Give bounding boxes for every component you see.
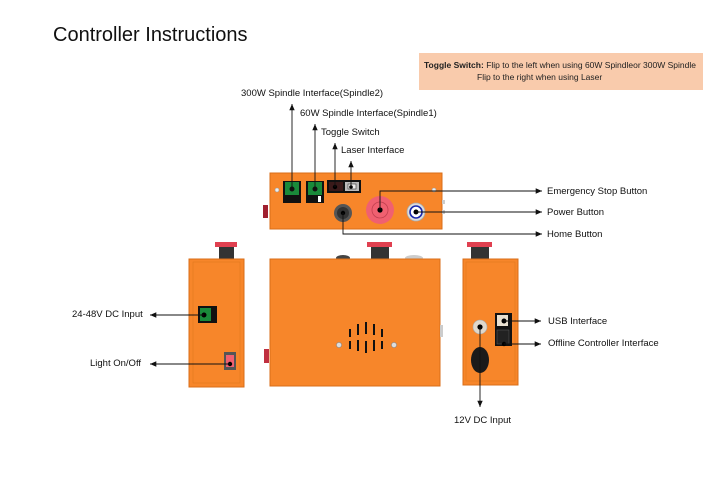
dc-input-connector[interactable] (198, 306, 217, 323)
label-usb-interface: USB Interface (548, 316, 608, 327)
leader-home (342, 213, 542, 237)
side-switch-nub (263, 205, 268, 218)
label-toggle-switch: Toggle Switch (321, 127, 380, 138)
label-spindle2: 300W Spindle Interface(Spindle2) (241, 88, 384, 99)
label-spindle1: 60W Spindle Interface(Spindle1) (300, 108, 437, 119)
note-line-1: Flip to the left when using 60W Spindleo… (486, 60, 696, 70)
light-switch[interactable] (224, 352, 236, 370)
label-laser-interface: Laser Interface (341, 145, 405, 156)
label-offline-controller: Offline Controller Interface (548, 338, 659, 349)
front-view-body (269, 258, 441, 387)
left-view-controller (188, 242, 245, 388)
screw-icon (391, 342, 397, 348)
toggle-switch-note: Toggle Switch: Flip to the left when usi… (419, 53, 703, 90)
label-light-switch: Light On/Off (90, 358, 142, 369)
screw-icon (274, 187, 280, 193)
speaker-grille-icon (349, 322, 383, 353)
label-emergency-stop: Emergency Stop Button (547, 186, 648, 197)
page-title: Controller Instructions (53, 24, 248, 46)
note-label: Toggle Switch: (424, 60, 484, 70)
label-dc-input: 24-48V DC Input (72, 309, 143, 320)
label-power-button: Power Button (547, 207, 605, 218)
screw-icon (336, 342, 342, 348)
spindle1-connector[interactable] (306, 181, 324, 203)
label-12v-dc-input: 12V DC Input (454, 415, 512, 426)
top-view-controller (263, 172, 445, 230)
right-view-controller (462, 242, 519, 386)
offline-controller-port[interactable] (496, 329, 510, 347)
label-home-button: Home Button (547, 229, 603, 240)
note-line-2: Flip to the right when using Laser (477, 72, 603, 82)
leader-estop (379, 188, 542, 210)
front-view-controller (264, 242, 443, 387)
